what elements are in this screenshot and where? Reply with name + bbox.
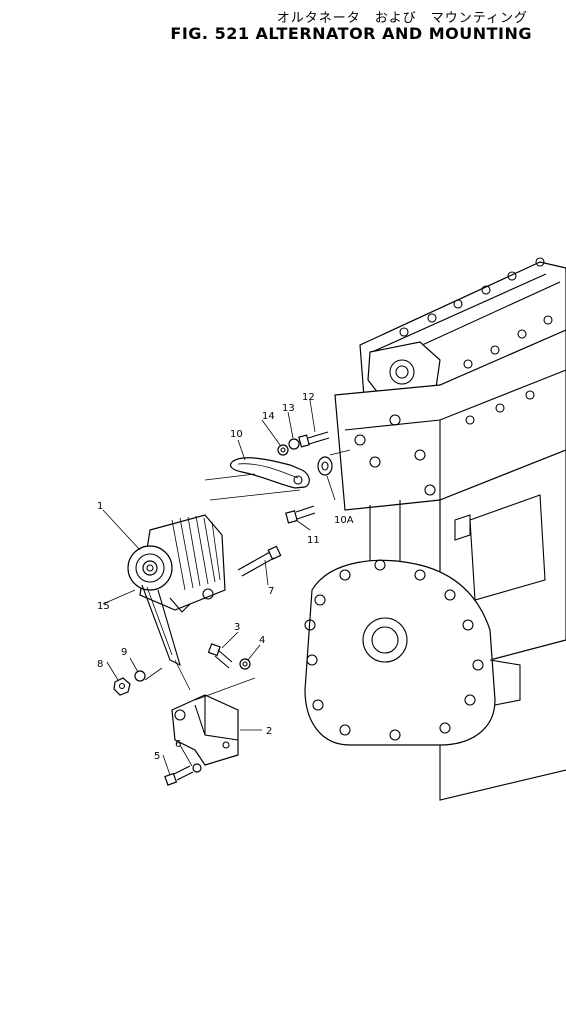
callout-3: 3	[234, 622, 240, 633]
alternator	[127, 514, 226, 613]
callout-1: 1	[97, 501, 103, 512]
adjusting-bar	[229, 457, 310, 489]
alternator-bracket	[171, 694, 239, 766]
callout-11: 11	[307, 535, 320, 546]
callout-10: 10	[230, 429, 243, 440]
callout-15: 15	[97, 601, 110, 612]
figure-title: FIG. 521 ALTERNATOR AND MOUNTING	[170, 24, 532, 43]
bolt-7	[237, 545, 282, 577]
callout-13: 13	[282, 403, 295, 414]
callout-5: 5	[154, 751, 160, 762]
callout-8: 8	[97, 659, 103, 670]
callout-10a: 10A	[334, 515, 354, 526]
washer-14	[277, 444, 289, 456]
callout-14: 14	[262, 411, 275, 422]
washer-13	[288, 438, 300, 450]
spacer-10a	[317, 456, 333, 476]
v-belt	[141, 584, 181, 667]
bolt-3	[207, 643, 233, 669]
callout-12: 12	[302, 392, 315, 403]
nut-8	[113, 677, 131, 696]
callout-6: 6	[175, 739, 181, 750]
bolt-12	[298, 431, 330, 448]
engine-block	[304, 257, 566, 801]
leader-lines	[102, 399, 351, 776]
washer-6	[192, 763, 202, 773]
callout-4: 4	[259, 635, 265, 646]
figure-title-japanese: オルタネータ および マウンティング	[276, 11, 528, 26]
washer-4	[239, 658, 251, 670]
callout-2: 2	[266, 726, 272, 737]
bolt-11	[285, 505, 316, 524]
callout-7: 7	[268, 586, 274, 597]
washer-9	[134, 670, 146, 682]
callout-9: 9	[121, 647, 127, 658]
bolt-5	[164, 765, 194, 786]
